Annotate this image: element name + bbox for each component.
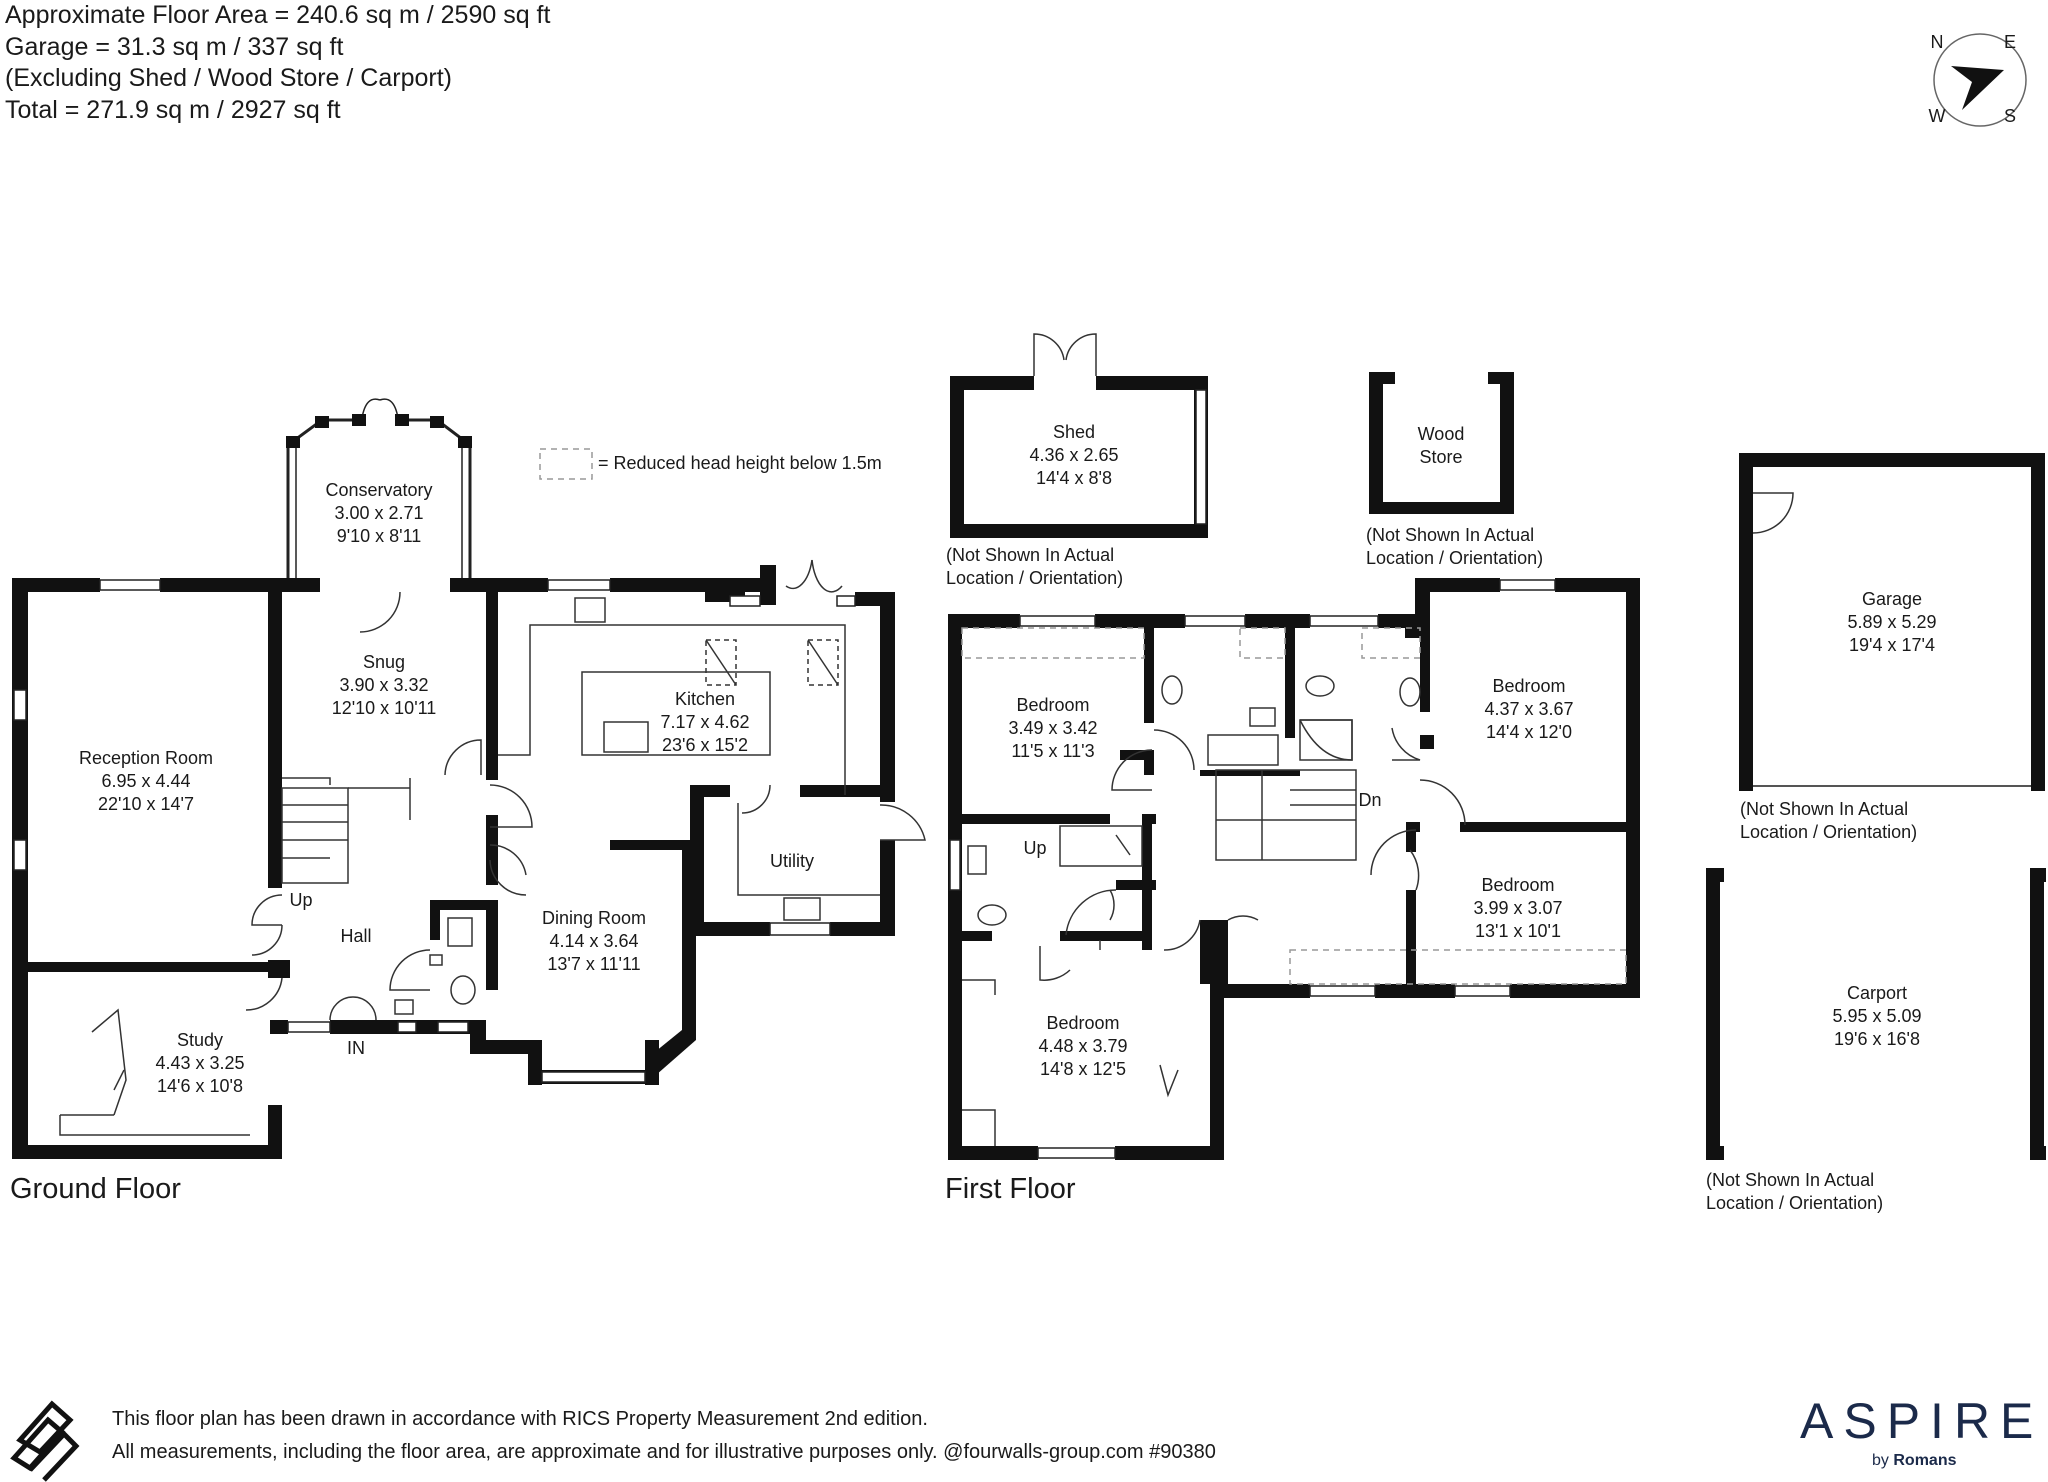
legend-text: = Reduced head height below 1.5m <box>598 453 882 473</box>
study-name: Study <box>177 1030 223 1050</box>
conservatory-posts <box>286 414 472 448</box>
ground-floor-plan: Conservatory 3.00 x 2.71 9'10 x 8'11 Rec… <box>12 398 926 1159</box>
garage-metric: 5.89 x 5.29 <box>1847 612 1936 632</box>
bedroom1-metric: 3.49 x 3.42 <box>1008 718 1097 738</box>
carport-imperial: 19'6 x 16'8 <box>1834 1029 1920 1049</box>
footer-line2: All measurements, including the floor ar… <box>112 1441 1216 1463</box>
approx-floor-area: Approximate Floor Area = 240.6 sq m / 25… <box>5 1 551 29</box>
first-floor-windows <box>949 579 1556 1159</box>
conservatory-imperial: 9'10 x 8'11 <box>337 526 422 546</box>
ground-floor-fittings <box>59 559 926 1136</box>
first-floor-dn-label: Dn <box>1358 790 1381 810</box>
bedroom1-name: Bedroom <box>1016 695 1089 715</box>
wood-store-note-line1: (Not Shown In Actual <box>1366 525 1534 545</box>
stairs-up-label: Up <box>289 890 312 910</box>
carport-plan: Carport 5.95 x 5.09 19'6 x 16'8 (Not Sho… <box>1706 868 2046 1213</box>
hall-name: Hall <box>340 926 371 946</box>
brand-company: Romans <box>1893 1452 1957 1469</box>
bedroom1-imperial: 11'5 x 11'3 <box>1011 741 1094 761</box>
brand-subtitle: by Romans <box>1872 1452 1956 1470</box>
bedroom2-imperial: 14'4 x 12'0 <box>1486 722 1572 742</box>
ground-floor-labels: Conservatory 3.00 x 2.71 9'10 x 8'11 Rec… <box>79 480 814 1096</box>
dining-imperial: 13'7 x 11'11 <box>547 954 640 974</box>
bedroom2-metric: 4.37 x 3.67 <box>1484 699 1573 719</box>
shed-plan: Shed 4.36 x 2.65 14'4 x 8'8 (Not Shown I… <box>946 333 1208 588</box>
bedroom4-name: Bedroom <box>1046 1013 1119 1033</box>
shed-note-line2: Location / Orientation) <box>946 568 1123 588</box>
conservatory-metric: 3.00 x 2.71 <box>334 503 423 523</box>
reduced-head-height-areas <box>961 627 1627 985</box>
garage-note-line2: Location / Orientation) <box>1740 822 1917 842</box>
ground-floor-windows <box>13 579 856 1083</box>
carport-note-line2: Location / Orientation) <box>1706 1193 1883 1213</box>
floor-area-summary: Approximate Floor Area = 240.6 sq m / 25… <box>5 0 550 126</box>
garage-area: Garage = 31.3 sq m / 337 sq ft <box>5 32 344 61</box>
snug-metric: 3.90 x 3.32 <box>339 675 428 695</box>
aspire-logo: ASPIRE <box>1800 1393 2044 1449</box>
snug-name: Snug <box>363 652 405 672</box>
bedroom2-name: Bedroom <box>1492 676 1565 696</box>
carport-metric: 5.95 x 5.09 <box>1832 1006 1921 1026</box>
wood-store-line1: Wood <box>1418 424 1465 444</box>
compass-w: W <box>1929 106 1946 126</box>
carport-name: Carport <box>1847 983 1907 1003</box>
garage-note-line1: (Not Shown In Actual <box>1740 799 1908 819</box>
bedroom3-imperial: 13'1 x 10'1 <box>1475 921 1561 941</box>
first-floor-title: First Floor <box>945 1173 1076 1205</box>
dining-metric: 4.14 x 3.64 <box>549 931 638 951</box>
shed-metric: 4.36 x 2.65 <box>1029 445 1118 465</box>
total-area: Total = 271.9 sq m / 2927 sq ft <box>5 95 341 124</box>
reduced-head-height-legend: = Reduced head height below 1.5m <box>539 448 882 480</box>
shed-imperial: 14'4 x 8'8 <box>1036 468 1112 488</box>
wood-store-note-line2: Location / Orientation) <box>1366 548 1543 568</box>
fourwalls-logo-icon <box>10 1400 80 1482</box>
study-metric: 4.43 x 3.25 <box>155 1053 244 1073</box>
footer-line1: This floor plan has been drawn in accord… <box>112 1408 928 1430</box>
brand-by: by <box>1872 1452 1889 1469</box>
ground-floor-walls <box>12 565 895 1159</box>
utility-name: Utility <box>770 851 814 871</box>
entrance-label: IN <box>347 1038 365 1058</box>
compass-rose-icon: N E W S <box>1929 32 2027 127</box>
wood-store-plan: Wood Store (Not Shown In Actual Location… <box>1366 372 1543 568</box>
bedroom4-metric: 4.48 x 3.79 <box>1038 1036 1127 1056</box>
reception-name: Reception Room <box>79 748 213 768</box>
bedroom3-name: Bedroom <box>1481 875 1554 895</box>
kitchen-metric: 7.17 x 4.62 <box>660 712 749 732</box>
dining-name: Dining Room <box>542 908 646 928</box>
garage-imperial: 19'4 x 17'4 <box>1849 635 1935 655</box>
garage-name: Garage <box>1862 589 1922 609</box>
first-floor-plan: Bedroom 3.49 x 3.42 11'5 x 11'3 Bedroom … <box>948 578 1640 1160</box>
reception-imperial: 22'10 x 14'7 <box>98 794 194 814</box>
garage-plan: Garage 5.89 x 5.29 19'4 x 17'4 (Not Show… <box>1739 453 2045 842</box>
reception-metric: 6.95 x 4.44 <box>101 771 190 791</box>
compass-e: E <box>2004 32 2016 52</box>
snug-imperial: 12'10 x 10'11 <box>332 698 437 718</box>
first-floor-up-label: Up <box>1023 838 1046 858</box>
shed-name: Shed <box>1053 422 1095 442</box>
kitchen-imperial: 23'6 x 15'2 <box>662 735 748 755</box>
ground-floor-title: Ground Floor <box>10 1173 181 1205</box>
first-floor-labels: Bedroom 3.49 x 3.42 11'5 x 11'3 Bedroom … <box>1008 676 1573 1079</box>
legend-swatch <box>539 448 593 480</box>
excluding-note: (Excluding Shed / Wood Store / Carport) <box>5 64 452 92</box>
carport-note-line1: (Not Shown In Actual <box>1706 1170 1874 1190</box>
bedroom4-imperial: 14'8 x 12'5 <box>1040 1059 1126 1079</box>
first-floor-walls <box>948 578 1640 1160</box>
footer-disclaimer: This floor plan has been drawn in accord… <box>112 1403 1216 1469</box>
study-imperial: 14'6 x 10'8 <box>157 1076 243 1096</box>
conservatory-name: Conservatory <box>325 480 432 500</box>
bedroom3-metric: 3.99 x 3.07 <box>1473 898 1562 918</box>
shed-note-line1: (Not Shown In Actual <box>946 545 1114 565</box>
kitchen-name: Kitchen <box>675 689 735 709</box>
compass-s: S <box>2004 106 2016 126</box>
first-floor-fittings <box>962 675 1466 1146</box>
compass-n: N <box>1931 32 1944 52</box>
wood-store-line2: Store <box>1419 447 1462 467</box>
